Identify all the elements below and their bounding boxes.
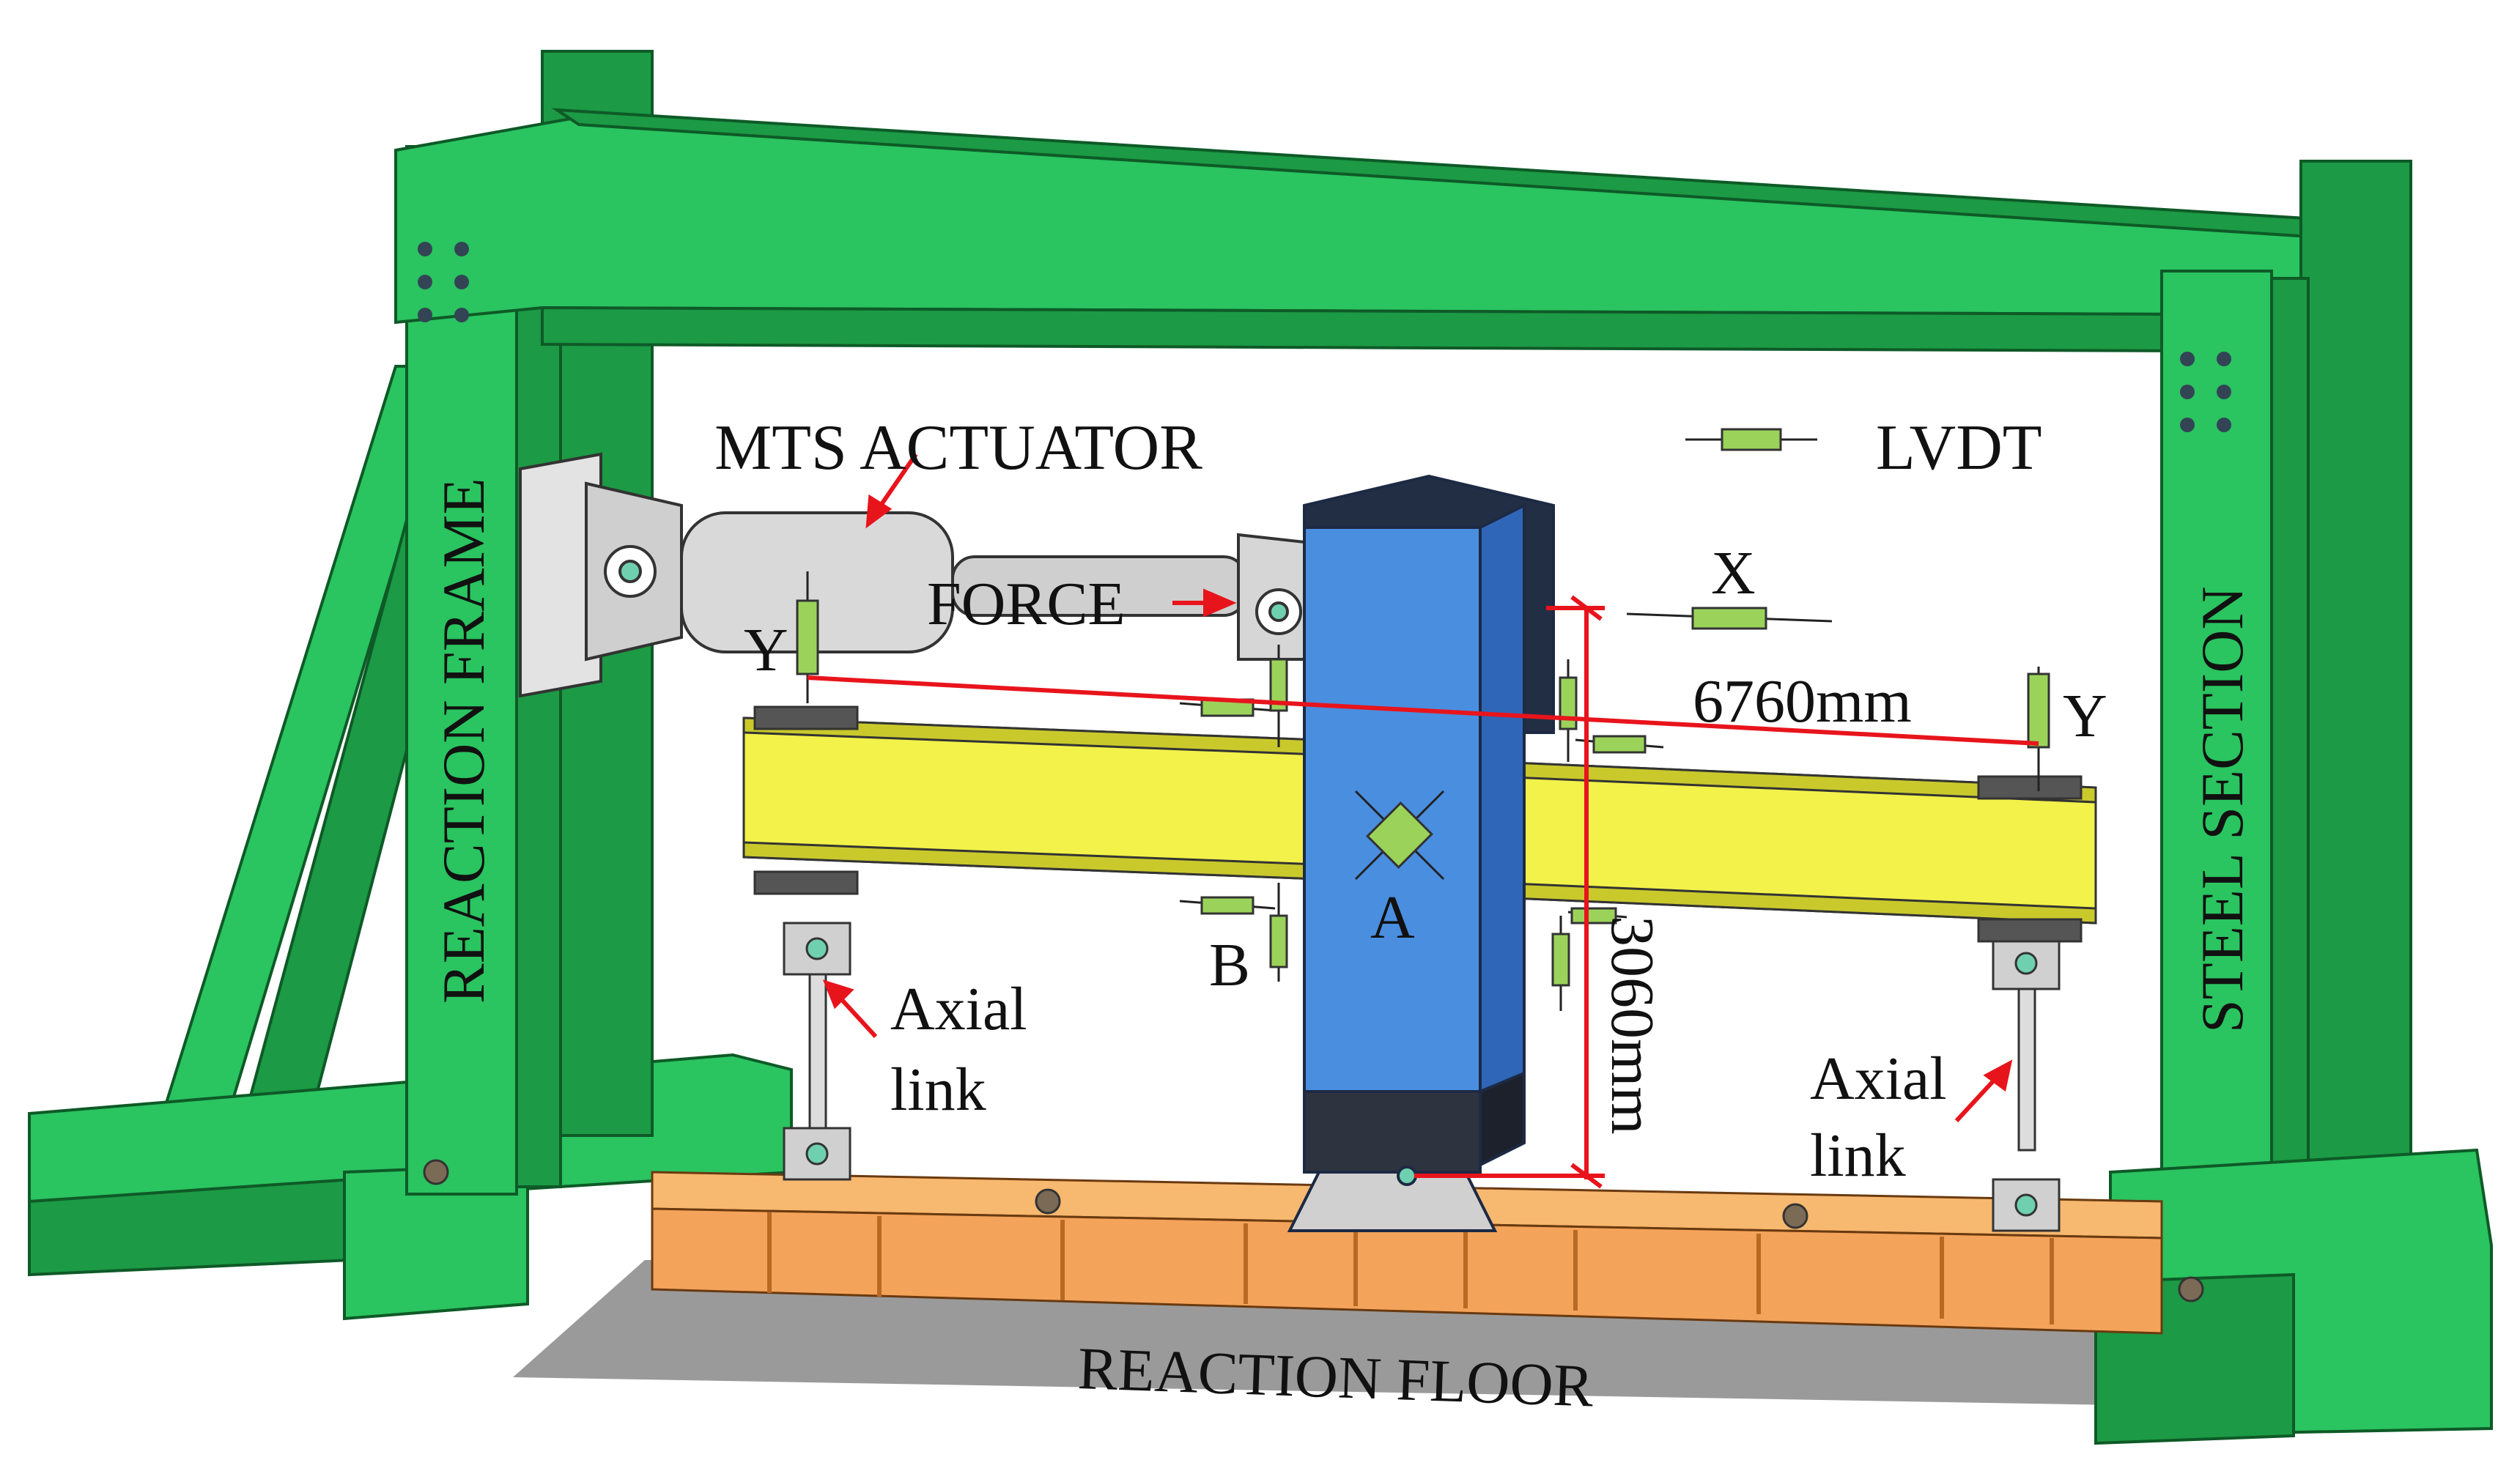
b-label: B bbox=[1209, 931, 1250, 999]
y-left-label: Y bbox=[744, 616, 788, 684]
lvdt-joint-bottom-left bbox=[1179, 883, 1288, 982]
lvdt-y-right bbox=[2027, 667, 2050, 791]
lvdt-x-sensor bbox=[1626, 607, 1833, 630]
reaction-frame-label: REACTION FRAME bbox=[430, 478, 497, 1004]
anchor-bolts bbox=[423, 1159, 2204, 1303]
lvdt-y-left bbox=[796, 571, 819, 703]
axial-link-right bbox=[1992, 936, 2061, 1232]
force-label: FORCE bbox=[927, 570, 1126, 638]
axial-link-right-label-line2: link bbox=[1810, 1122, 1906, 1190]
y-right-label: Y bbox=[2063, 682, 2107, 750]
axial-link-right-label-line1: Axial bbox=[1810, 1045, 1947, 1113]
lvdt-legend-sensor bbox=[1685, 428, 1817, 451]
blue-column bbox=[1287, 474, 1555, 1232]
lvdt-joint-bottom-right bbox=[1551, 907, 1627, 1011]
dimension-lines bbox=[807, 595, 2039, 1189]
lvdt-joint-top-left bbox=[1179, 645, 1288, 747]
height-dimension-label: 3060mm bbox=[1598, 916, 1666, 1135]
top-beam-bottom bbox=[541, 305, 2361, 354]
lvdt-panel-zone-cross bbox=[1354, 790, 1445, 881]
axial-link-left-label-line2: link bbox=[890, 1056, 986, 1124]
steel-section-label: STEEL SECTION bbox=[2189, 586, 2255, 1033]
right-column-web bbox=[2270, 277, 2310, 1261]
lvdt-legend-label: LVDT bbox=[1876, 412, 2042, 483]
x-label: X bbox=[1711, 539, 1756, 607]
pointer-arrows bbox=[822, 453, 2013, 1123]
steel-beam-left bbox=[742, 705, 1320, 895]
right-column-back bbox=[2299, 160, 2412, 1218]
lvdt-joint-top-right bbox=[1559, 659, 1664, 762]
bolt-pattern-left bbox=[418, 242, 469, 322]
bolt-pattern-right bbox=[2180, 352, 2231, 432]
right-column-front bbox=[2160, 270, 2273, 1269]
axial-link-left bbox=[783, 922, 851, 1181]
axial-link-left-label-line1: Axial bbox=[890, 975, 1027, 1043]
span-dimension-label: 6760mm bbox=[1693, 667, 1912, 736]
span-dimension-line bbox=[807, 675, 2039, 746]
mts-actuator-label: MTS ACTUATOR bbox=[714, 412, 1202, 483]
panel-zone-a-label: A bbox=[1370, 883, 1415, 952]
